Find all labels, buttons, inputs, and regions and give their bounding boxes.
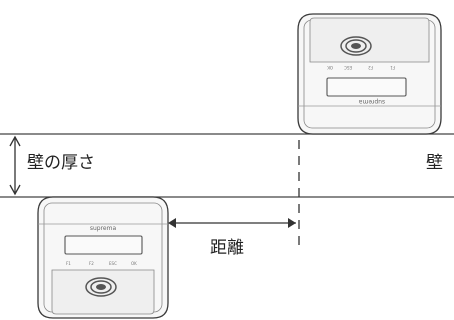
bottom-device-buttons: F1 F2 ESC OK (66, 261, 137, 266)
wall-label: 壁 (426, 153, 443, 173)
wall-thickness-dimension (9, 135, 21, 196)
distance-dimension (166, 212, 296, 235)
top-device-lcd (326, 77, 407, 97)
svg-text:OK: OK (131, 261, 137, 266)
svg-text:F2: F2 (89, 261, 94, 266)
svg-text:ESC: ESC (109, 261, 117, 266)
svg-text:ESC: ESC (344, 65, 352, 70)
fingerprint-sensor-icon (340, 36, 372, 56)
distance-label: 距離 (210, 238, 244, 258)
device-bottom: suprema F1 F2 ESC OK (37, 196, 169, 319)
device-top: OK ESC F2 F1 suprema (297, 13, 442, 135)
wall-thickness-label: 壁の厚さ (27, 153, 95, 173)
top-device-brand: suprema (359, 98, 386, 105)
svg-text:F2: F2 (368, 65, 373, 70)
svg-text:F1: F1 (390, 65, 395, 70)
bottom-device-brand: suprema (90, 225, 117, 232)
top-device-buttons: OK ESC F2 F1 (327, 65, 395, 70)
fingerprint-sensor-icon (85, 277, 117, 297)
svg-text:F1: F1 (66, 261, 71, 266)
bottom-device-lcd (64, 235, 143, 255)
svg-text:OK: OK (327, 65, 333, 70)
